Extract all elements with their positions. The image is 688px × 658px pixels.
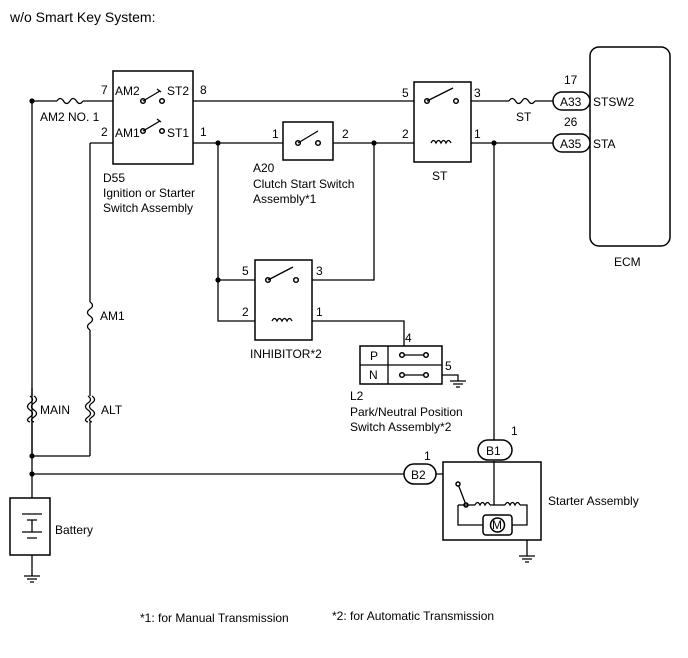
ign-pin-8: 8 xyxy=(200,83,207,97)
ecm-connector-a33 xyxy=(552,91,591,111)
clutch-code: A20 xyxy=(253,161,275,175)
ignition-code: D55 xyxy=(103,171,125,185)
clutch-pin-2: 2 xyxy=(342,127,349,141)
fuse-main-label: MAIN xyxy=(40,403,70,417)
inhibitor-name: INHIBITOR*2 xyxy=(250,347,322,361)
ign-label-am1: AM1 xyxy=(115,126,140,140)
diagram-title: w/o Smart Key System: xyxy=(9,9,155,25)
ign-label-st1: ST1 xyxy=(167,126,189,140)
pn-name-line2: Switch Assembly*2 xyxy=(350,420,452,434)
clutch-name-line2: Assembly*1 xyxy=(253,192,317,206)
inhibitor-pin-3: 3 xyxy=(316,264,323,278)
st-relay-pin-5: 5 xyxy=(402,86,409,100)
starter-b1-pin: 1 xyxy=(511,424,518,438)
fuse-alt-label: ALT xyxy=(101,403,123,417)
st-relay-pin-1: 1 xyxy=(474,127,481,141)
fuse-st-label: ST xyxy=(516,110,532,124)
st-relay-pin-3: 3 xyxy=(474,86,481,100)
starter-name: Starter Assembly xyxy=(548,494,639,508)
fuse-alt-icon xyxy=(84,395,96,423)
ecm-num-26: 26 xyxy=(564,115,578,129)
ecm-pin-sta: STA xyxy=(593,137,615,151)
inhibitor-switch: 5 3 2 1 xyxy=(242,259,323,341)
ignition-switch: 7 2 8 1 AM2 AM1 ST2 ST1 xyxy=(101,70,207,165)
clutch-pin-1: 1 xyxy=(272,127,279,141)
ign-label-am2: AM2 xyxy=(115,84,140,98)
ign-pin-1: 1 xyxy=(200,125,207,139)
inhibitor-pin-5: 5 xyxy=(242,264,249,278)
pn-label-p: P xyxy=(370,349,378,363)
fuse-am1-label: AM1 xyxy=(100,309,125,323)
ign-pin-7: 7 xyxy=(101,83,108,97)
pn-pin-5: 5 xyxy=(445,359,452,373)
ign-pin-2: 2 xyxy=(101,125,108,139)
ecm-conn-a33-label: A33 xyxy=(560,95,582,109)
starter-ground-icon xyxy=(519,555,535,563)
ecm-num-17: 17 xyxy=(564,73,578,87)
pn-ground-icon xyxy=(450,380,466,388)
starter-b1-label: B1 xyxy=(486,444,501,458)
ecm-name: ECM xyxy=(614,255,641,269)
st-relay: 5 3 2 1 xyxy=(402,81,481,163)
ignition-name-line1: Ignition or Starter xyxy=(103,186,195,200)
starter-b2-label: B2 xyxy=(411,468,426,482)
battery xyxy=(9,497,51,583)
battery-label: Battery xyxy=(55,523,93,537)
ecm-pin-stsw2: STSW2 xyxy=(593,95,635,109)
ecm-connector-a35 xyxy=(552,133,591,153)
fuse-am1-icon xyxy=(86,301,94,331)
starter-connector-b2 xyxy=(403,463,437,485)
pn-pin-4: 4 xyxy=(405,331,412,345)
starter-b2-pin: 1 xyxy=(424,449,431,463)
pn-code: L2 xyxy=(350,389,364,403)
ecm-conn-a35-label: A35 xyxy=(560,137,582,151)
fuse-st-icon xyxy=(508,97,536,105)
inhibitor-pin-2: 2 xyxy=(242,305,249,319)
starter-connector-b1 xyxy=(477,439,513,461)
clutch-name-line1: Clutch Start Switch xyxy=(253,177,354,191)
inhibitor-pin-1: 1 xyxy=(316,305,323,319)
fuse-am2-icon xyxy=(56,97,84,105)
battery-ground-icon xyxy=(24,575,40,583)
st-relay-name: ST xyxy=(432,169,448,183)
ignition-name-line2: Switch Assembly xyxy=(103,201,193,215)
fuse-main-icon xyxy=(26,395,38,423)
footnote-automatic: *2: for Automatic Transmission xyxy=(332,609,494,623)
starter-motor-label: M xyxy=(492,518,502,532)
junction-dots xyxy=(29,98,497,477)
pn-name-line1: Park/Neutral Position xyxy=(350,405,463,419)
park-neutral-switch: P N 4 5 xyxy=(359,331,466,388)
fuse-am2-label: AM2 NO. 1 xyxy=(40,110,100,124)
pn-label-n: N xyxy=(369,368,378,382)
ecm-block: A33 A35 17 26 STSW2 STA xyxy=(552,46,671,247)
footnote-manual: *1: for Manual Transmission xyxy=(140,611,289,625)
ign-label-st2: ST2 xyxy=(167,84,189,98)
st-relay-pin-2: 2 xyxy=(402,127,409,141)
clutch-start-switch: 1 2 xyxy=(272,121,349,161)
starter-assembly: B1 B2 1 1 M xyxy=(403,424,542,563)
